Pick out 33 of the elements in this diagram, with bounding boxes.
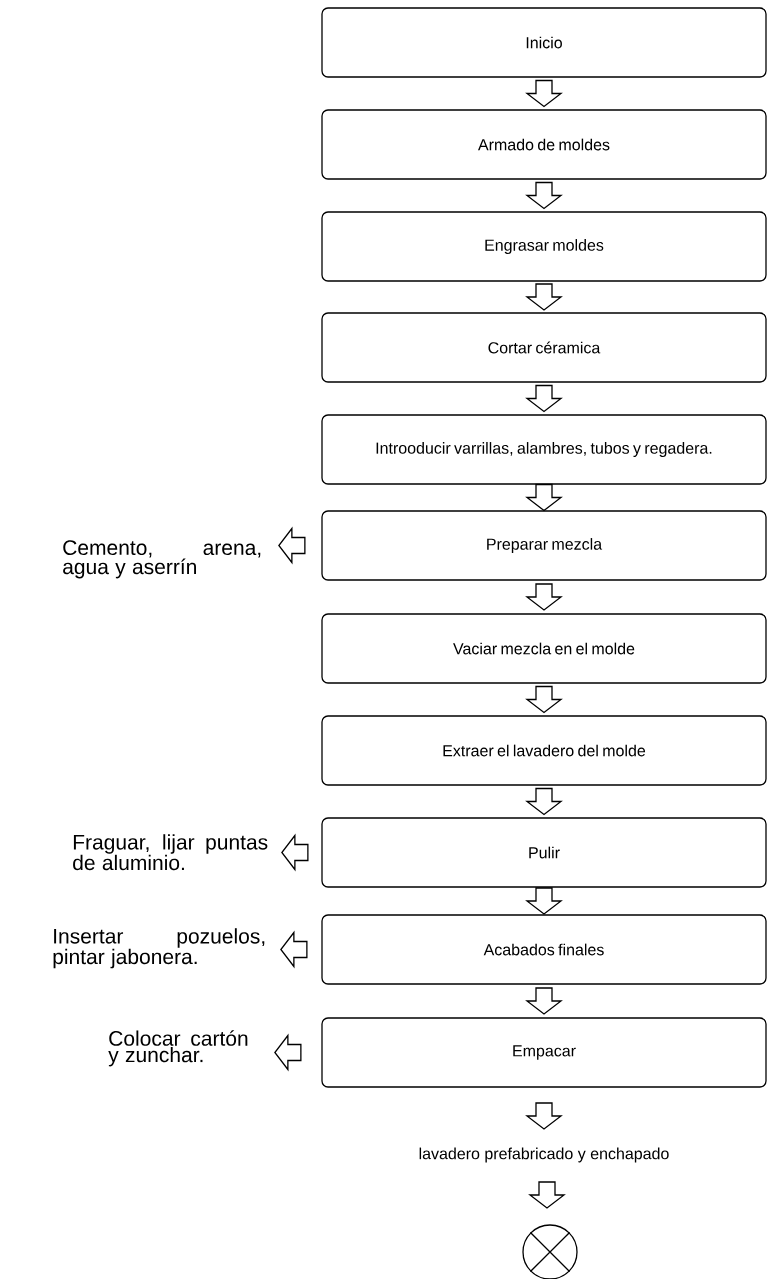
block-arrow (525, 583, 563, 611)
process-box: Empacar (321, 1017, 767, 1088)
note-text: Colocar cartón y zunchar. (108, 1030, 248, 1067)
process-box: Vaciar mezcla en el molde (321, 613, 767, 684)
process-box: Engrasar moldes (321, 211, 767, 282)
block-arrow (525, 887, 563, 915)
block-arrow (281, 833, 309, 872)
process-box: Cortar céramica (321, 312, 767, 383)
note-text: Insertar pozuelos, pintar jabonera. (53, 928, 265, 969)
block-arrow (525, 384, 563, 413)
block-arrow (525, 181, 563, 210)
block-arrow (528, 1181, 566, 1209)
process-box: Acabados finales (321, 914, 767, 985)
block-arrow (525, 787, 563, 816)
process-box: Extraer el lavadero del molde (321, 715, 767, 786)
block-arrow (278, 526, 306, 565)
result-text: lavadero prefabricado y enchapado (419, 1147, 669, 1163)
block-arrow (280, 930, 308, 969)
process-box: Armado de moldes (321, 109, 767, 180)
block-arrow (525, 283, 563, 311)
block-arrow (525, 987, 563, 1015)
block-arrow (525, 1102, 563, 1130)
process-box: Pulir (321, 817, 767, 888)
block-arrow (525, 79, 563, 108)
block-arrow (525, 483, 563, 512)
process-box: Inicio (321, 7, 767, 78)
end-symbol (522, 1224, 578, 1279)
note-text: Fraguar, lijar puntas de aluminio. (73, 834, 268, 871)
process-box: Preparar mezcla (321, 510, 767, 581)
block-arrow (525, 685, 563, 714)
block-arrow (274, 1033, 302, 1072)
note-text: Cemento, arena, agua y aserrín (63, 540, 261, 579)
process-box: Introoducir varrillas, alambres, tubos y regadera. (321, 414, 767, 485)
